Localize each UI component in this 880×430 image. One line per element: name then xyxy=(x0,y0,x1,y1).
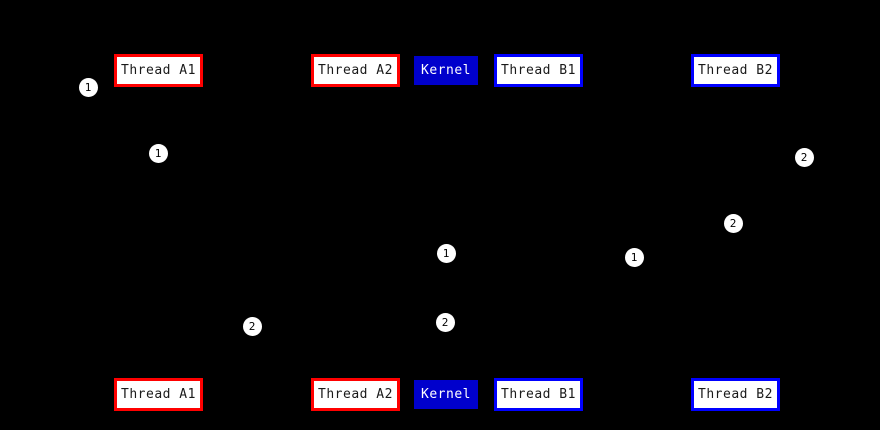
participant-thread-a1-bottom[interactable]: Thread A1 xyxy=(114,378,203,411)
participant-kernel-bottom[interactable]: Kernel xyxy=(414,380,478,409)
bullet-1-left-top: 1 xyxy=(78,77,98,97)
participant-thread-b1-top[interactable]: Thread B1 xyxy=(494,54,583,87)
msg-2-b2-self xyxy=(693,223,735,224)
bullet-number: 2 xyxy=(441,315,449,329)
participant-thread-b2-bottom[interactable]: Thread B2 xyxy=(691,378,780,411)
bullet-number: 1 xyxy=(442,246,450,260)
participant-thread-b2-top[interactable]: Thread B2 xyxy=(691,54,780,87)
participant-label: Thread A2 xyxy=(318,63,393,78)
bullet-number: 2 xyxy=(248,319,256,333)
participant-kernel-top[interactable]: Kernel xyxy=(414,56,478,85)
lifeline-thread-b2 xyxy=(735,88,736,378)
msg-2-kernel xyxy=(355,322,446,323)
participant-label: Kernel xyxy=(421,63,471,78)
lifeline-thread-b1 xyxy=(538,88,539,378)
participant-label: Thread B2 xyxy=(698,63,773,78)
lifeline-kernel-tick xyxy=(445,85,448,88)
participant-thread-a1-top[interactable]: Thread A1 xyxy=(114,54,203,87)
msg-2-b2 xyxy=(735,157,804,158)
participant-thread-a2-top[interactable]: Thread A2 xyxy=(311,54,400,87)
msg-1-a1 xyxy=(88,87,158,88)
participant-label: Thread A2 xyxy=(318,387,393,402)
bullet-1-a1: 1 xyxy=(148,143,168,163)
lifeline-kernel-tick xyxy=(445,377,448,380)
msg-2-a1 xyxy=(158,326,252,327)
bullet-number: 1 xyxy=(630,250,638,264)
participant-label: Thread B1 xyxy=(501,387,576,402)
participant-label: Thread A1 xyxy=(121,63,196,78)
bullet-2-right-top: 2 xyxy=(794,147,814,167)
bullet-2-a1: 2 xyxy=(242,316,262,336)
participant-thread-b1-bottom[interactable]: Thread B1 xyxy=(494,378,583,411)
lifeline-thread-a2 xyxy=(355,88,356,378)
participant-label: Thread A1 xyxy=(121,387,196,402)
participant-label: Thread B2 xyxy=(698,387,773,402)
bullet-number: 2 xyxy=(800,150,808,164)
participant-label: Thread B1 xyxy=(501,63,576,78)
bullet-number: 1 xyxy=(84,80,92,94)
msg-1-b1 xyxy=(538,257,634,258)
lifeline-thread-a1 xyxy=(158,88,159,378)
participant-label: Kernel xyxy=(421,387,471,402)
msg-1-kernel xyxy=(446,253,538,254)
bullet-number: 2 xyxy=(729,216,737,230)
msg-1-a1-self xyxy=(158,153,200,154)
bullet-1-kernel: 1 xyxy=(436,243,456,263)
participant-thread-a2-bottom[interactable]: Thread A2 xyxy=(311,378,400,411)
bullet-1-b1: 1 xyxy=(624,247,644,267)
bullet-number: 1 xyxy=(154,146,162,160)
bullet-2-kernel: 2 xyxy=(435,312,455,332)
lifeline-kernel xyxy=(446,88,447,378)
bullet-2-b2: 2 xyxy=(723,213,743,233)
